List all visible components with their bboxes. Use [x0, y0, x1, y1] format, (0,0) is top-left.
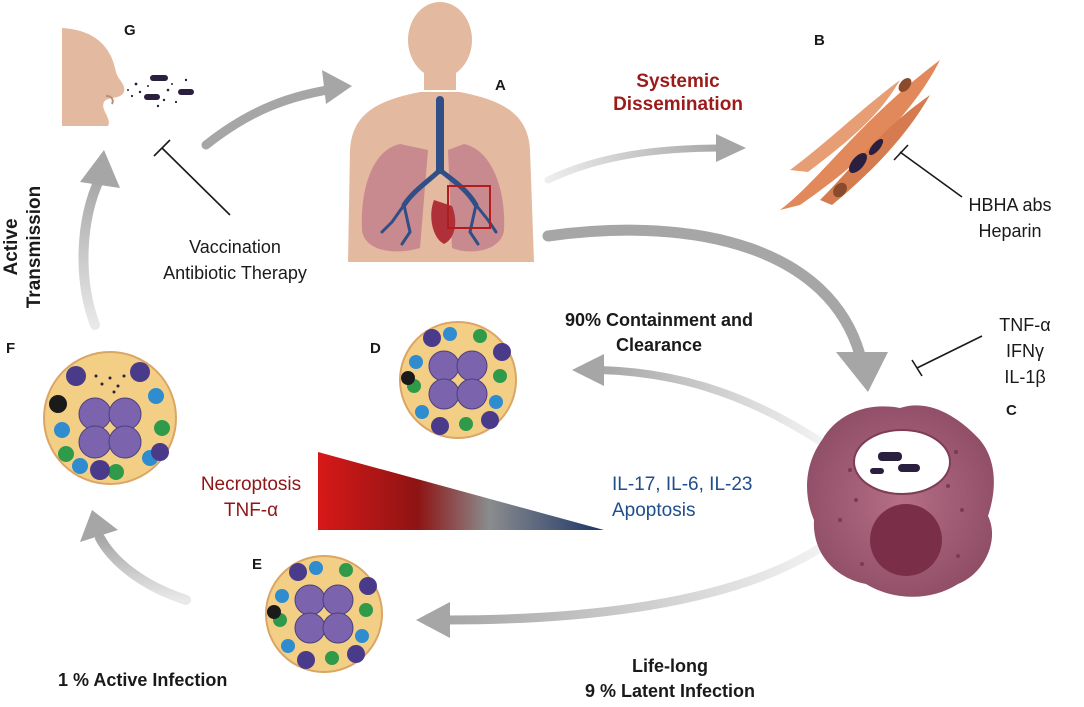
arrow-g-to-a-head: [322, 70, 352, 104]
nose-illustration: [62, 28, 125, 126]
panel-label-f: F: [6, 340, 16, 357]
hbha-heparin-label: HBHA abs Heparin: [968, 195, 1052, 241]
panel-label-e: E: [252, 556, 263, 573]
granuloma-d: [399, 321, 517, 439]
airway-tree: [380, 96, 498, 246]
arrow-e-to-f-head: [80, 510, 118, 542]
arrow-f-to-g: [78, 173, 105, 330]
arrow-g-to-a: [201, 83, 345, 150]
containment-clearance-label: 90% Containment and Clearance: [564, 310, 754, 355]
vacuole: [853, 429, 951, 495]
latent-infection-label: Life-long 9 % Latent Infection: [584, 656, 755, 701]
arrow-c-to-d-head: [572, 354, 604, 386]
panel-label-b: B: [814, 32, 825, 49]
granuloma-e: [265, 555, 383, 673]
arrow-f-to-g-head: [80, 150, 120, 188]
arrow-c-to-d: [596, 366, 822, 444]
panel-label-a: A: [495, 77, 506, 94]
arrow-a-to-c-head: [836, 352, 888, 392]
left-lung: [361, 144, 428, 252]
bacteria-droplets: [127, 75, 194, 108]
granuloma-f: [43, 351, 177, 485]
cytokines-label: TNF-α IFNγ IL-1β: [999, 315, 1051, 387]
nucleus: [870, 504, 942, 576]
panel-label-c: C: [1006, 402, 1017, 419]
vaccination-therapy-label: Vaccination Antibiotic Therapy: [163, 237, 307, 283]
lesion-highlight-box: [447, 185, 491, 229]
macrophage-cell: [807, 405, 994, 597]
arrow-a-to-b-head: [716, 134, 746, 162]
flow-arrows: [78, 70, 888, 638]
arrow-a-to-c: [542, 224, 866, 361]
arrow-c-to-e-head: [416, 602, 450, 638]
systemic-dissemination-label: Systemic Dissemination: [613, 71, 743, 115]
active-transmission-label: Active Transmission: [1, 185, 45, 309]
necroptosis-label: Necroptosis TNF-α: [200, 474, 302, 521]
heart: [431, 200, 456, 244]
arrow-a-to-b: [544, 144, 726, 184]
active-infection-label: 1 % Active Infection: [58, 670, 228, 690]
endothelial-cells: [780, 60, 940, 210]
arrow-e-to-f: [95, 533, 191, 605]
cytokine-gradient-wedge: [318, 452, 604, 530]
human-torso-illustration: [348, 2, 534, 262]
panel-label-d: D: [370, 340, 381, 357]
apoptosis-label: IL-17, IL-6, IL-23 Apoptosis: [612, 474, 753, 521]
inhibition-lines: [153, 139, 983, 377]
arrow-c-to-e: [443, 543, 825, 625]
panel-label-g: G: [124, 22, 136, 39]
